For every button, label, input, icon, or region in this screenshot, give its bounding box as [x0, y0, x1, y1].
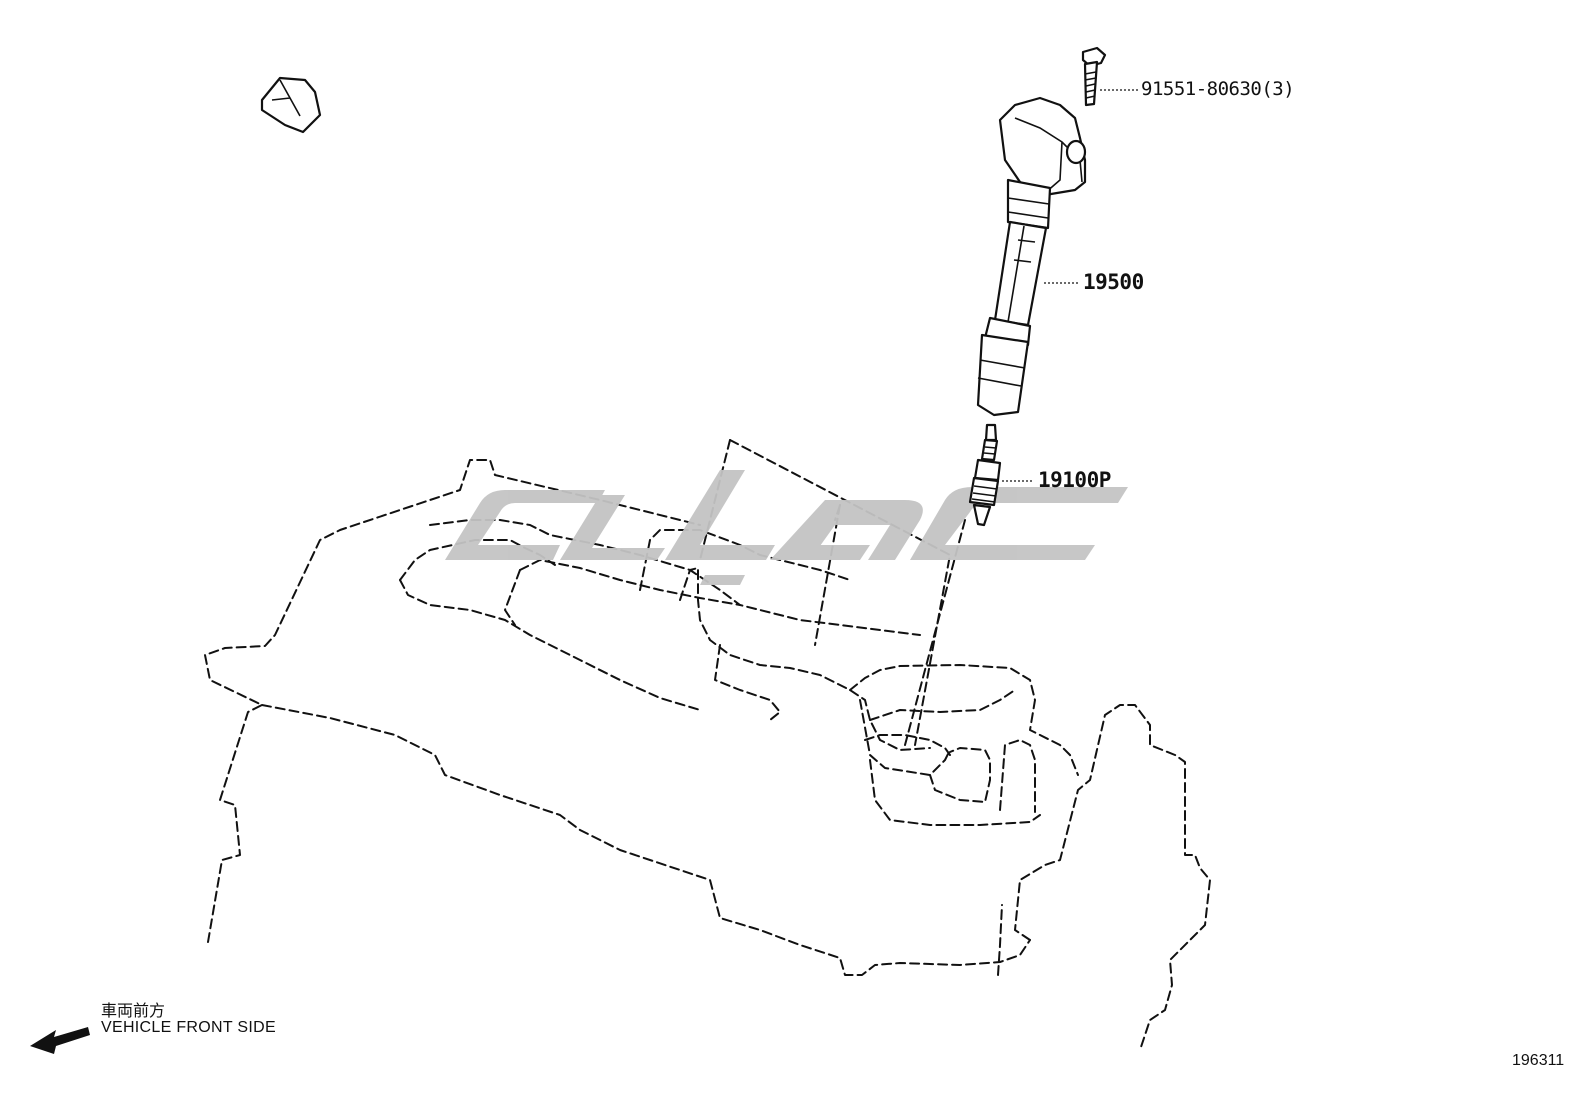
vehicle-front-label-jp: 車両前方 [101, 1001, 166, 1020]
ignition-coil-part-number[interactable]: 19500 [1083, 270, 1144, 294]
vehicle-front-label-en: VEHICLE FRONT SIDE [101, 1019, 276, 1036]
bolt-part-number[interactable]: 91551-80630(3) [1141, 78, 1295, 100]
leader-lines [1002, 89, 1138, 482]
arrow-left-icon [30, 1027, 90, 1054]
spark-plug-part [968, 423, 1002, 527]
figure-number: 196311 [1512, 1052, 1565, 1069]
spark-plug-part-number[interactable]: 19100P [1038, 468, 1111, 492]
ignition-coil-part [260, 76, 1087, 417]
bolt-part [1081, 46, 1107, 107]
watermark-logo [445, 470, 1128, 585]
